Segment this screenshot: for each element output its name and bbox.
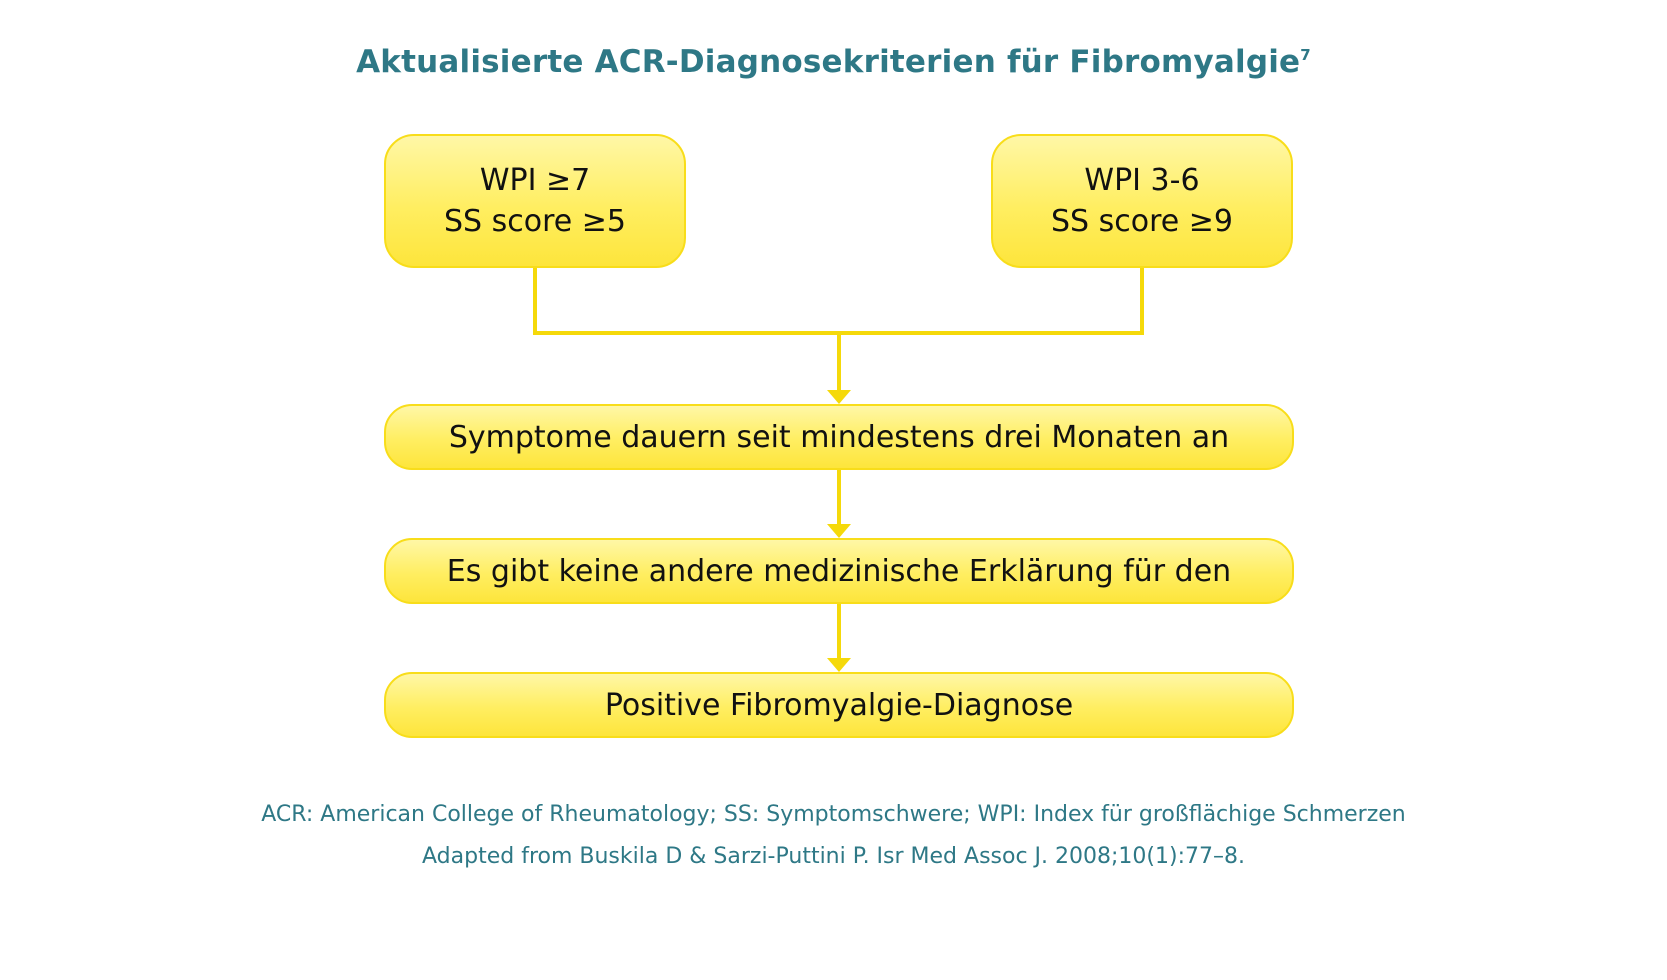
arrowhead-to-duration	[827, 390, 851, 404]
criteria-left-ss: SS score ≥5	[444, 204, 626, 239]
diagram-title: Aktualisierte ACR-Diagnosekriterien für …	[0, 44, 1667, 80]
step-diagnosis-box: Positive Fibromyalgie-Diagnose	[384, 672, 1294, 738]
step-explanation-text: Es gibt keine andere medizinische Erklär…	[446, 553, 1232, 589]
step-duration-box: Symptome dauern seit mindestens drei Mon…	[384, 404, 1294, 470]
arrowhead-to-explanation	[827, 524, 851, 538]
step-duration-text: Symptome dauern seit mindestens drei Mon…	[448, 419, 1230, 455]
title-text: Aktualisierte ACR-Diagnosekriterien für …	[356, 44, 1301, 80]
step-diagnosis-text: Positive Fibromyalgie-Diagnose	[604, 687, 1074, 723]
footnote-source: Adapted from Buskila D & Sarzi-Puttini P…	[422, 844, 1245, 869]
criteria-box-right: WPI 3-6 SS score ≥9	[991, 134, 1293, 268]
step-explanation-box: Es gibt keine andere medizinische Erklär…	[384, 538, 1294, 604]
criteria-right-wpi: WPI 3-6	[1084, 163, 1200, 198]
criteria-box-left: WPI ≥7 SS score ≥5	[384, 134, 686, 268]
footnote-abbreviations: ACR: American College of Rheumatology; S…	[261, 802, 1406, 827]
title-reference-superscript: 7	[1300, 46, 1311, 64]
criteria-left-wpi: WPI ≥7	[479, 163, 591, 198]
arrowhead-to-diagnosis	[827, 658, 851, 672]
criteria-right-ss: SS score ≥9	[1051, 204, 1233, 239]
